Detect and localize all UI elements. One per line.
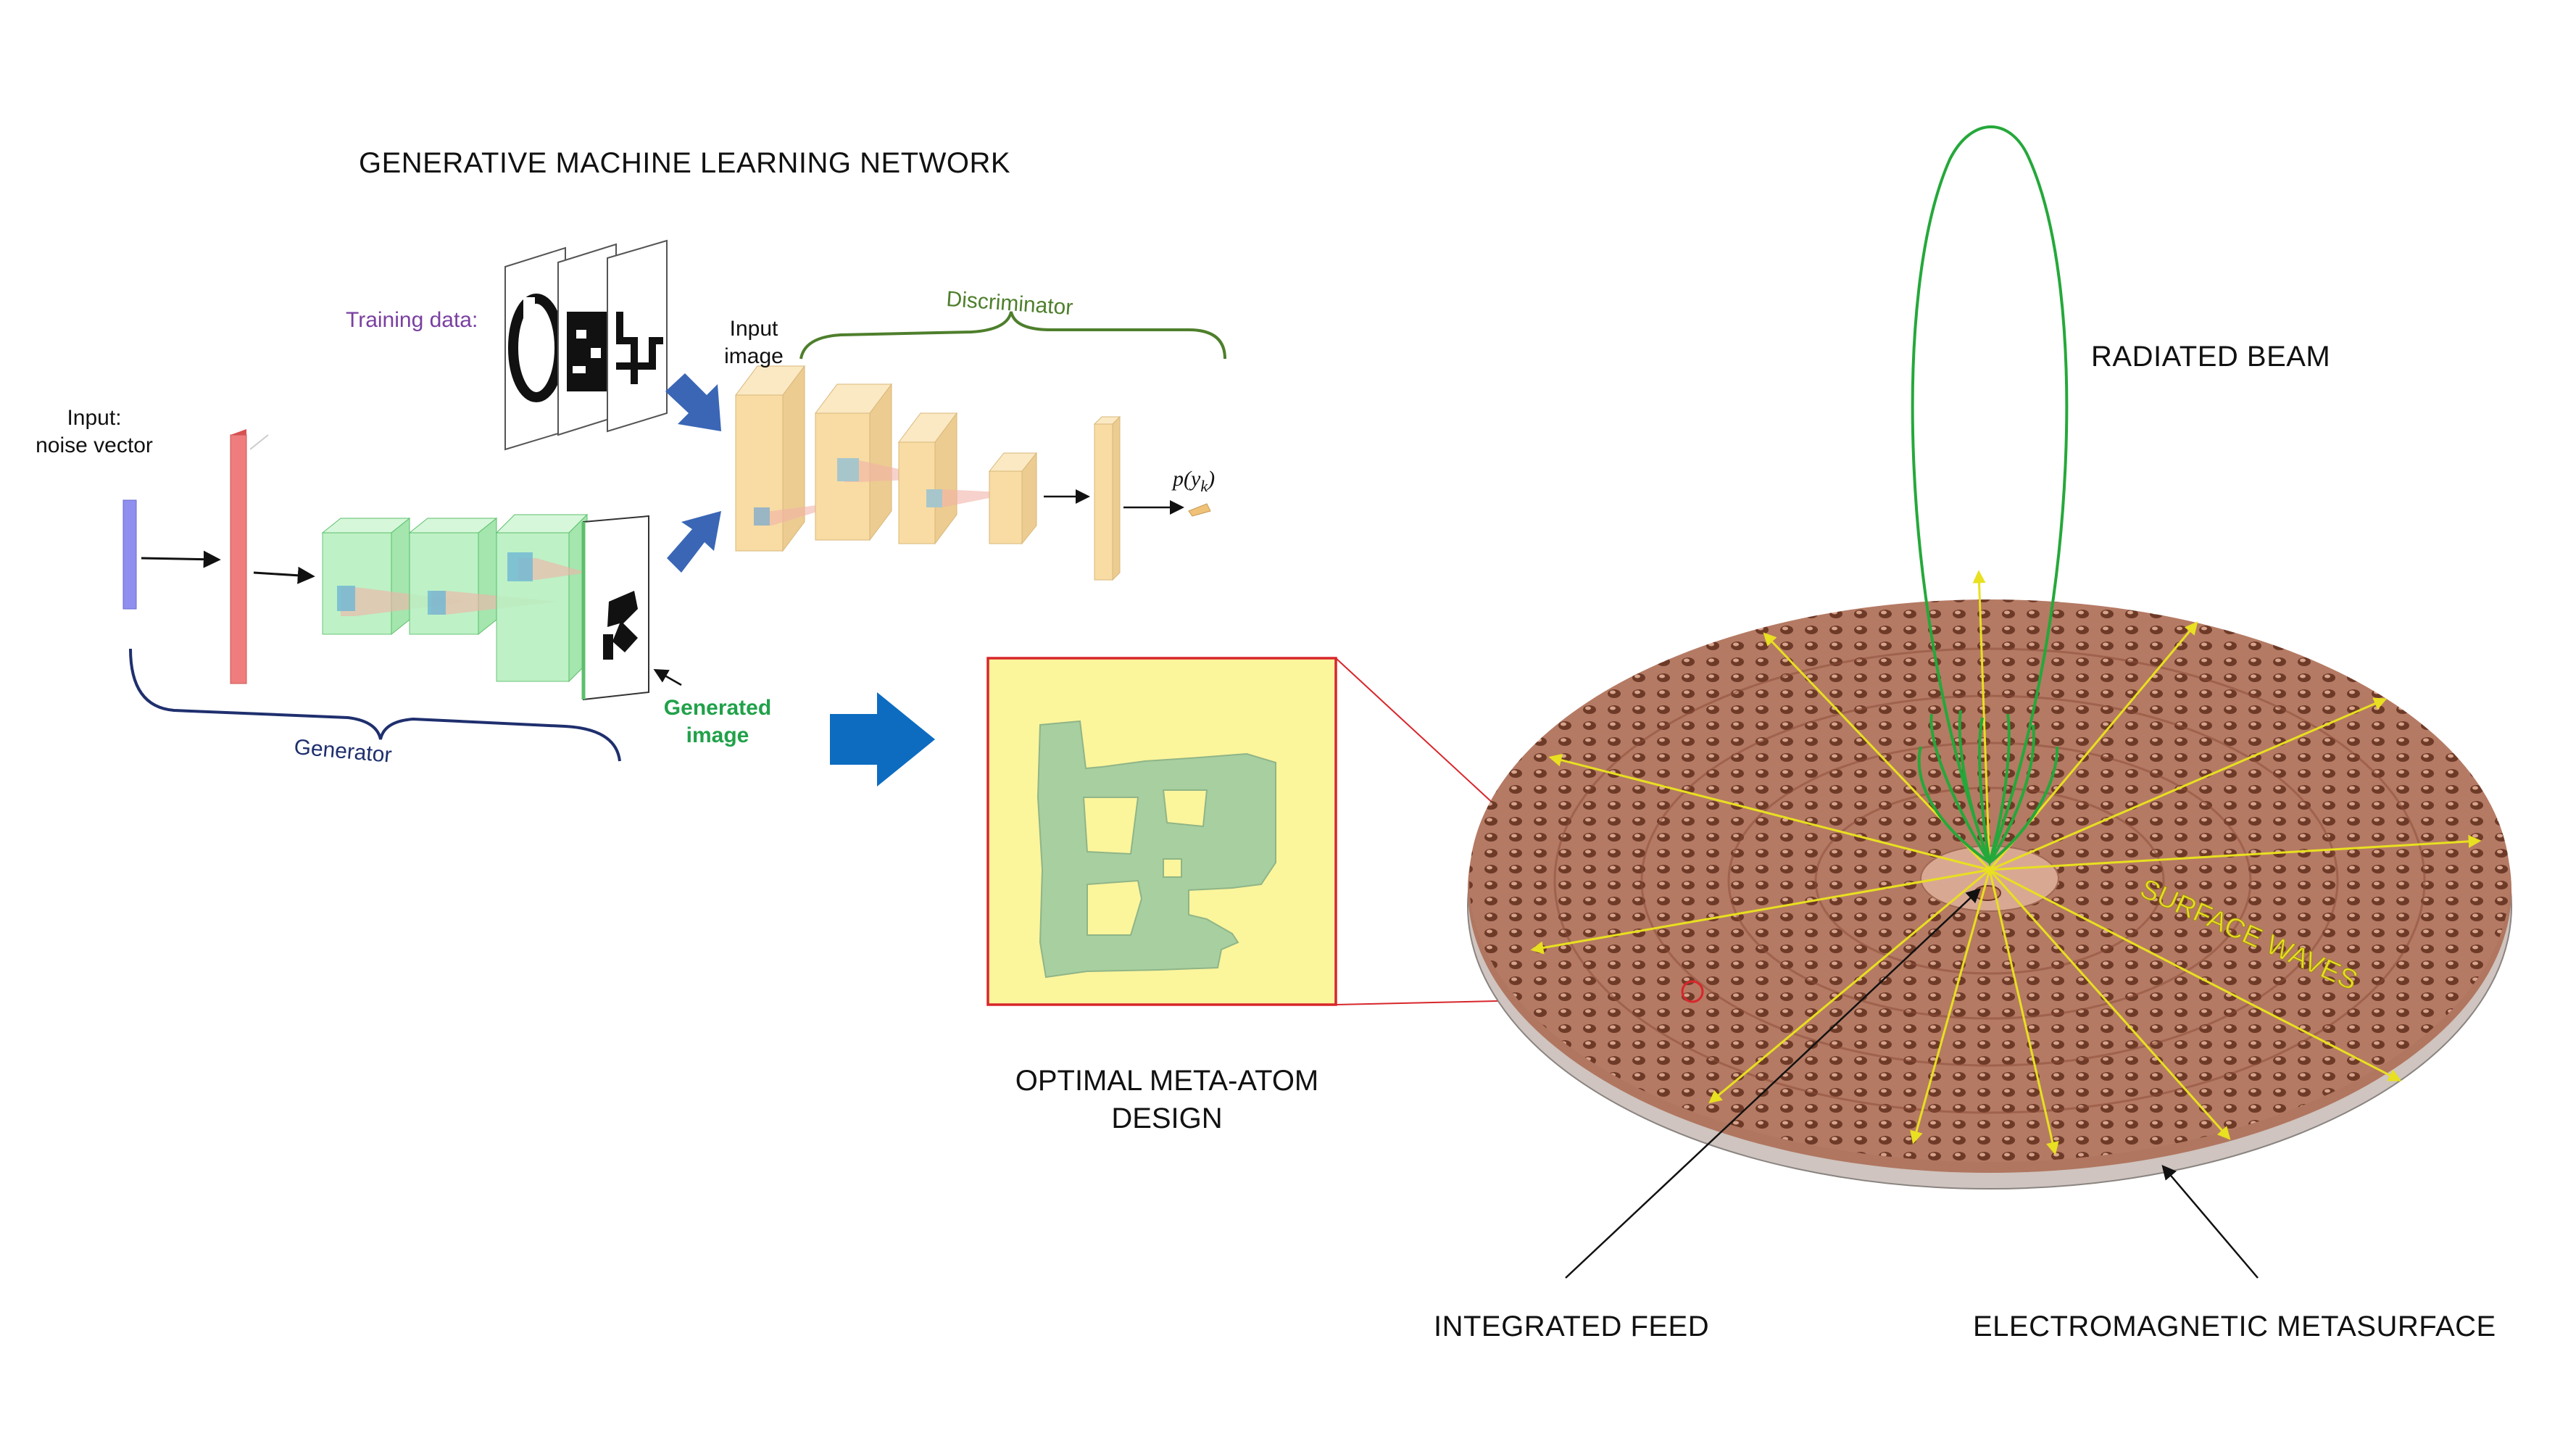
noise-input-label: Input: noise vector [29, 404, 159, 460]
generated-image-line1: Generated [663, 696, 772, 720]
conv-block-3 [495, 513, 589, 683]
generated-arrow-icon [667, 511, 721, 573]
input-image-label: Input image [714, 315, 794, 370]
metasurface-label: ELECTROMAGNETIC METASURFACE [1973, 1311, 2496, 1342]
noise-input-line2: noise vector [36, 433, 153, 457]
conv-block-2 [408, 517, 498, 636]
dense-layer [230, 429, 247, 684]
disc-conv-3 [988, 452, 1038, 545]
surface-wave-arrows [1530, 570, 2482, 1155]
meta-atom-panel [986, 657, 1337, 1006]
meta-atom-design-label: OPTIMAL META-ATOM DESIGN [964, 1062, 1370, 1137]
radiated-beam-label: RADIATED BEAM [2091, 341, 2331, 373]
disc-conv-1 [815, 383, 892, 541]
noise-vector-layer [122, 499, 137, 610]
discriminator-label: Discriminator [946, 287, 1074, 320]
training-data-stack [504, 239, 668, 451]
noise-input-line1: Input: [67, 406, 122, 430]
generated-image-line2: image [686, 723, 749, 747]
input-image-line2: image [724, 344, 784, 368]
feed-pointer [1565, 888, 1981, 1279]
meta-atom-line1: OPTIMAL META-ATOM [1015, 1065, 1319, 1097]
disc-conv-2 [898, 412, 957, 545]
metasurface-pointer [2161, 1164, 2259, 1279]
integrated-feed-label: INTEGRATED FEED [1434, 1311, 1710, 1342]
generator-label: Generator [293, 735, 392, 768]
radiated-beam [1911, 125, 2069, 867]
training-data-label: Training data: [346, 308, 478, 332]
discriminator-brace [799, 311, 1226, 360]
disc-dense-layer [1093, 415, 1121, 581]
input-image-line1: Input [729, 317, 778, 341]
output-node [1188, 503, 1211, 517]
network-title: GENERATIVE MACHINE LEARNING NETWORK [359, 147, 1011, 179]
output-label: p(yk) [1171, 467, 1215, 495]
flow-arrow-icon [830, 692, 935, 786]
generated-image-card [581, 515, 649, 701]
generated-image-label: Generated image [652, 694, 783, 750]
generator-network [122, 429, 682, 701]
generator-brace [129, 648, 621, 762]
training-arrow-icon [665, 373, 721, 431]
meta-atom-marker [1681, 980, 1704, 1003]
conv-block-1 [321, 517, 411, 636]
meta-atom-shape [1036, 720, 1276, 979]
metasurface-disk [1467, 599, 2512, 1189]
meta-atom-line2: DESIGN [1111, 1103, 1223, 1134]
discriminator-network [735, 365, 1211, 581]
